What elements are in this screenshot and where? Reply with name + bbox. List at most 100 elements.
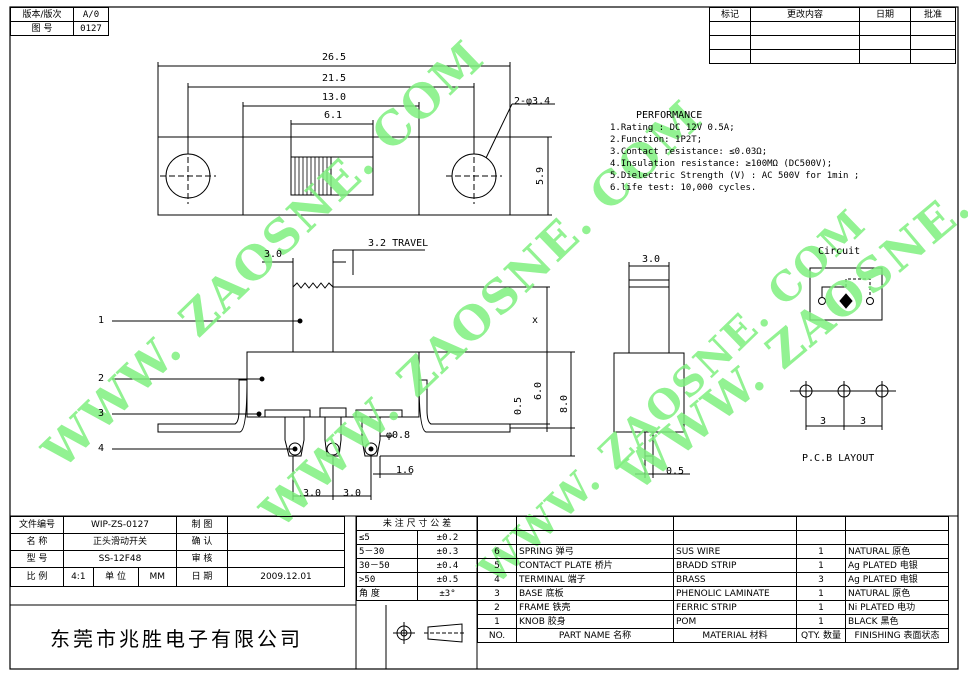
scale-value: 4:1 (63, 567, 94, 587)
bom-no: 6 (477, 544, 517, 559)
tolerance-value: ±0.4 (417, 558, 478, 573)
dim-height: 5.9 (535, 166, 547, 186)
bom-no: 2 (477, 600, 517, 615)
bom-header: PART NAME 名称 (516, 628, 674, 643)
dim-hole-dia: 2-φ3.4 (514, 96, 551, 107)
dim-body-length: 13.0 (322, 92, 347, 103)
bom-material: PHENOLIC LAMINATE (673, 586, 797, 601)
bom-part: TERMINAL 端子 (516, 572, 674, 587)
version-value: A/0 (73, 7, 109, 22)
callout-label: 4 (98, 443, 105, 454)
drawing-no-label: 图 号 (10, 21, 74, 36)
projection-symbol (393, 622, 466, 644)
top-view (157, 62, 555, 216)
dim-side-pin: 0.5 (666, 466, 685, 477)
bom-qty: 1 (796, 600, 846, 615)
tolerance-range: >50 (356, 572, 418, 587)
dim-pcb-pitch: 3 (860, 416, 867, 427)
bom-no: 1 (477, 614, 517, 629)
change-header: 日期 (859, 7, 911, 22)
model-value: SS-12F48 (63, 550, 177, 568)
dim-pin-offset: 0.5 (513, 396, 525, 416)
bom-header: NO. (477, 628, 517, 643)
dim-pin-dia: φ0.8 (386, 430, 411, 441)
bom-header: FINISHING 表面状态 (845, 628, 949, 643)
bom-no: 5 (477, 558, 517, 573)
dim-knob-width: 3.0 (264, 249, 283, 260)
bom-finish: Ag PLATED 电银 (845, 572, 949, 587)
tolerance-range: 30－50 (356, 558, 418, 573)
unit-value: MM (137, 567, 178, 587)
bom-part: FRAME 铁壳 (516, 600, 674, 615)
file-no-label: 文件编号 (10, 516, 64, 534)
change-table: 标记 更改内容 日期 批准 (709, 7, 956, 64)
tolerance-value: ±3° (417, 586, 478, 601)
bom-qty: 3 (796, 572, 846, 587)
bom-qty: 1 (796, 614, 846, 629)
bom-part: BASE 底板 (516, 586, 674, 601)
bom-material: BRADD STRIP (673, 558, 797, 573)
performance-line: 5.Dielectric Strength (V) : AC 500V for … (610, 171, 860, 181)
company-name: 东莞市兆胜电子有限公司 (50, 627, 303, 651)
dim-travel: 3.2 TRAVEL (368, 238, 429, 249)
date-value: 2009.12.01 (227, 567, 345, 587)
change-header: 批准 (910, 7, 956, 22)
file-no-value: WIP-ZS-0127 (63, 516, 177, 534)
name-value: 正头滑动开关 (63, 533, 177, 551)
bom-qty: 1 (796, 558, 846, 573)
tolerance-value: ±0.2 (417, 530, 478, 545)
name-label: 名 称 (10, 533, 64, 551)
side-view (613, 262, 690, 478)
bom-part: CONTACT PLATE 桥片 (516, 558, 674, 573)
bom-header: QTY. 数量 (796, 628, 846, 643)
model-label: 型 号 (10, 550, 64, 568)
bom-finish: NATURAL 原色 (845, 586, 949, 601)
bom-header-row: NO. PART NAME 名称 MATERIAL 材料 QTY. 数量 FIN… (477, 628, 949, 643)
dim-pin-length: 1.6 (396, 465, 415, 476)
version-label: 版本/版次 (10, 7, 74, 22)
review-label: 审 核 (176, 550, 228, 568)
performance-title: PERFORMANCE (636, 110, 703, 121)
bom-material: POM (673, 614, 797, 629)
bom-header: MATERIAL 材料 (673, 628, 797, 643)
callout-label: 3 (98, 408, 105, 419)
tolerance-value: ±0.5 (417, 572, 478, 587)
dim-x: x (532, 315, 539, 326)
callout-label: 2 (98, 373, 105, 384)
change-header: 标记 (709, 7, 751, 22)
revision-box: 版本/版次 A/0 图 号 0127 (10, 7, 109, 36)
dim-pin-pitch: 3.0 (303, 488, 322, 499)
dim-pcb-pitch: 3 (820, 416, 827, 427)
performance-line: 3.Contact resistance: ≤0.03Ω; (610, 147, 768, 157)
bom-qty: 1 (796, 586, 846, 601)
date-label: 日 期 (176, 567, 228, 587)
confirm-label: 确 认 (176, 533, 228, 551)
unit-label: 单 位 (92, 567, 139, 587)
dim-side-knob-width: 3.0 (642, 254, 661, 265)
dim-total-height: 8.0 (559, 394, 571, 414)
dim-side-height: 6.0 (533, 381, 545, 401)
tolerance-table: 未 注 尺 寸 公 差 ≤5±0.2 5－30±0.3 30－50±0.4 >5… (356, 516, 478, 601)
tolerance-value: ±0.3 (417, 544, 478, 559)
bom-material: SUS WIRE (673, 544, 797, 559)
performance-block: PERFORMANCE 1.Rating : DC 12V 0.5A; 2.Fu… (610, 110, 859, 194)
bom-finish: Ag PLATED 电银 (845, 558, 949, 573)
front-view (112, 249, 575, 500)
tolerance-range: 角 度 (356, 586, 418, 601)
bom-no: 3 (477, 586, 517, 601)
bom-qty: 1 (796, 544, 846, 559)
drawing-no-value: 0127 (73, 21, 109, 36)
circuit-label: Circuit (818, 246, 861, 257)
bom-no: 4 (477, 572, 517, 587)
bom-part: SPRING 弹弓 (516, 544, 674, 559)
title-block: 文件编号 WIP-ZS-0127 制 图 名 称 正头滑动开关 确 认 型 号 … (10, 516, 345, 587)
callout-label: 1 (98, 315, 105, 326)
performance-line: 2.Function: 1P2T; (610, 135, 703, 145)
bom-finish: NATURAL 原色 (845, 544, 949, 559)
